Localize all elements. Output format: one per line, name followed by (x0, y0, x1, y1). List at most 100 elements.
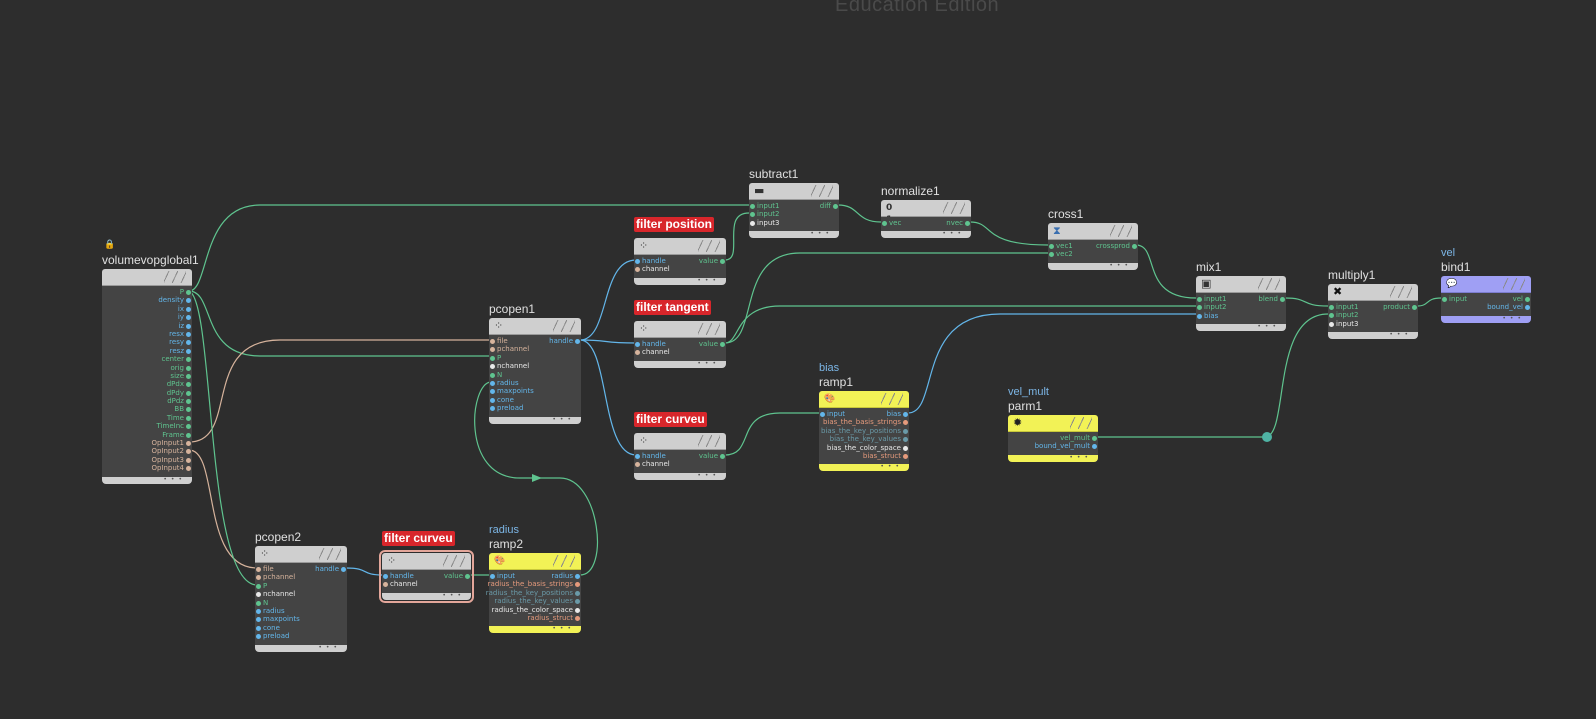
input-port[interactable] (1329, 313, 1334, 319)
input-port[interactable] (490, 347, 495, 353)
flag-stripes[interactable] (943, 202, 965, 214)
node-header[interactable]: ⁘ (634, 238, 726, 255)
input-port[interactable] (490, 406, 495, 412)
input-port[interactable] (256, 567, 261, 572)
input-port[interactable] (256, 600, 261, 606)
output-port[interactable] (186, 424, 191, 430)
node-header[interactable] (102, 269, 192, 286)
input-port[interactable] (635, 259, 640, 264)
input-port[interactable] (1197, 297, 1202, 302)
input-port[interactable] (490, 380, 495, 386)
output-port[interactable] (1092, 436, 1097, 441)
node-header[interactable]: ▬ (749, 183, 839, 200)
output-port[interactable] (903, 437, 908, 443)
output-port[interactable] (186, 290, 191, 295)
output-port[interactable] (903, 412, 908, 417)
output-port[interactable] (186, 365, 191, 371)
node-header[interactable]: ✖ (1328, 284, 1418, 301)
output-port[interactable] (575, 590, 580, 596)
output-port[interactable] (186, 373, 191, 379)
input-port[interactable] (490, 355, 495, 361)
output-port[interactable] (1525, 305, 1530, 311)
node-header[interactable]: ⁘ (634, 321, 726, 338)
output-port[interactable] (186, 315, 191, 321)
output-port[interactable] (903, 453, 908, 459)
input-port[interactable] (1197, 313, 1202, 319)
input-port[interactable] (882, 221, 887, 226)
output-port[interactable] (575, 607, 580, 613)
input-port[interactable] (490, 389, 495, 395)
input-port[interactable] (1329, 321, 1334, 327)
node-header[interactable]: ⁘ (255, 546, 347, 563)
input-port[interactable] (635, 342, 640, 347)
output-port[interactable] (186, 399, 191, 405)
input-port[interactable] (635, 462, 640, 468)
node-header[interactable]: ⁘ (634, 433, 726, 450)
output-port[interactable] (186, 348, 191, 354)
node-header[interactable]: ⁘ (489, 318, 581, 335)
output-port[interactable] (186, 298, 191, 304)
input-port[interactable] (256, 575, 261, 581)
output-port[interactable] (575, 615, 580, 621)
output-port[interactable] (186, 407, 191, 413)
input-port[interactable] (383, 574, 388, 579)
input-port[interactable] (256, 625, 261, 631)
flag-stripes[interactable] (553, 320, 575, 332)
input-port[interactable] (256, 617, 261, 623)
output-port[interactable] (903, 428, 908, 434)
node-header[interactable]: 💬 (1441, 276, 1531, 293)
output-port[interactable] (575, 599, 580, 605)
input-port[interactable] (1049, 252, 1054, 258)
flag-stripes[interactable] (164, 271, 186, 283)
flag-stripes[interactable] (698, 435, 720, 447)
output-port[interactable] (833, 204, 838, 209)
output-port[interactable] (903, 445, 908, 451)
output-port[interactable] (575, 582, 580, 588)
output-port[interactable] (1412, 305, 1417, 310)
output-port[interactable] (465, 574, 470, 579)
flag-stripes[interactable] (698, 323, 720, 335)
input-port[interactable] (635, 267, 640, 273)
output-port[interactable] (720, 342, 725, 347)
input-port[interactable] (383, 582, 388, 588)
input-port[interactable] (256, 592, 261, 598)
flag-stripes[interactable] (443, 555, 465, 567)
input-port[interactable] (490, 574, 495, 579)
input-port[interactable] (820, 412, 825, 417)
output-port[interactable] (186, 449, 191, 455)
output-port[interactable] (186, 306, 191, 312)
node-header[interactable]: 🎨 (819, 391, 909, 408)
flag-stripes[interactable] (553, 555, 575, 567)
output-port[interactable] (341, 567, 346, 572)
input-port[interactable] (256, 608, 261, 614)
node-parm1[interactable]: vel_mult parm1 ✹ vel_mult bound_vel_mult… (1008, 386, 1098, 462)
flag-stripes[interactable] (1390, 286, 1412, 298)
output-port[interactable] (186, 415, 191, 421)
node-header[interactable]: ⁘ (382, 553, 471, 570)
output-port[interactable] (186, 382, 191, 388)
input-port[interactable] (750, 204, 755, 209)
output-port[interactable] (575, 574, 580, 579)
output-port[interactable] (186, 457, 191, 463)
input-port[interactable] (635, 350, 640, 356)
flag-stripes[interactable] (811, 185, 833, 197)
flag-stripes[interactable] (698, 240, 720, 252)
flag-stripes[interactable] (319, 548, 341, 560)
flag-stripes[interactable] (1258, 278, 1280, 290)
output-port[interactable] (1525, 297, 1530, 302)
input-port[interactable] (1049, 244, 1054, 249)
input-port[interactable] (256, 634, 261, 640)
output-port[interactable] (186, 331, 191, 337)
